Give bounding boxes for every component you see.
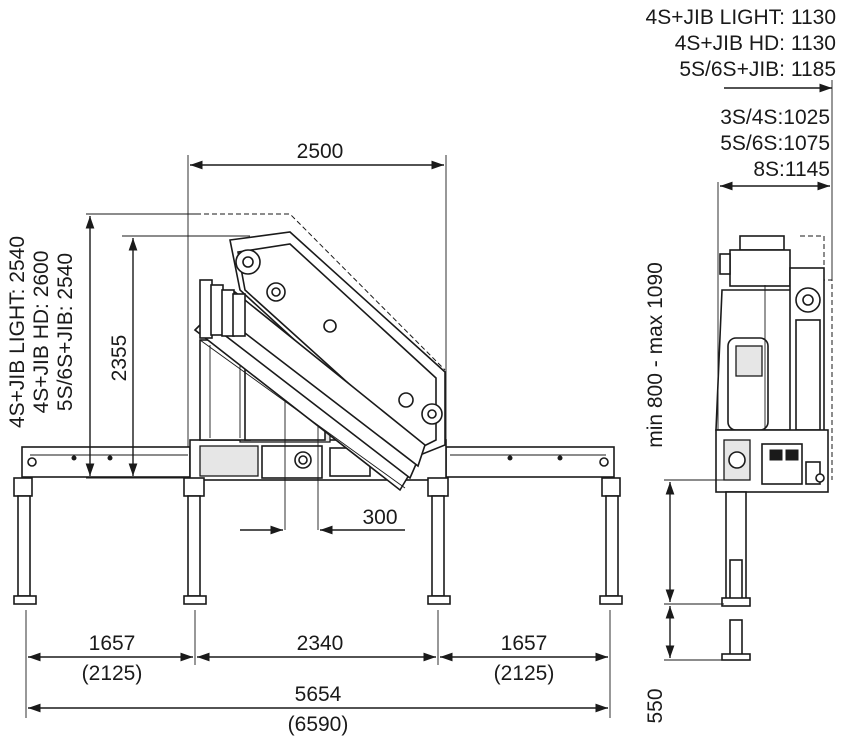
side-view: 2500 2355 300 1657 (2125) 2340 1657 (212… [6,140,623,736]
outrigger-beam [21,446,615,478]
stabilizer-range-label: min 800 - max 1090 [644,262,667,448]
end-view-envelope [800,235,833,480]
end-view: 4S+JIB LIGHT: 1130 4S+JIB HD: 1130 5S/6S… [644,6,836,724]
extension-booms [193,279,426,492]
jib-envelope-outline [188,213,446,371]
main-boom [229,231,446,456]
extension-lines-end [664,80,833,661]
dim-6590: (6590) [288,713,349,736]
mid-right-label-1: 3S/4S:1025 [720,106,830,129]
dim-2500: 2500 [297,140,344,163]
mid-right-label-2: 5S/6S:1075 [720,132,830,155]
dim-2355: 2355 [108,335,131,382]
dim-left-2125: (2125) [82,662,143,685]
extension-lines-side [25,155,611,718]
left-label-3: 5S/6S+JIB: 2540 [54,253,77,411]
left-label-1: 4S+JIB LIGHT: 2540 [6,236,29,428]
top-right-label-2: 4S+JIB HD: 1130 [675,32,836,55]
dim-left-1657: 1657 [89,632,136,655]
top-right-label-1: 4S+JIB LIGHT: 1130 [646,6,836,29]
dim-right-1657: 1657 [501,632,548,655]
dim-right-2125: (2125) [494,662,555,685]
dim-300: 300 [362,506,397,529]
left-label-2: 4S+JIB HD: 2600 [30,251,53,414]
stabilizer-legs [13,477,623,605]
end-view-body [715,235,829,493]
mid-right-label-3: 8S:1145 [753,158,830,181]
end-view-legs [721,491,751,661]
dim-5654: 5654 [295,683,342,706]
top-right-label-3: 5S/6S+JIB: 1185 [679,58,836,81]
dim-2340: 2340 [297,632,344,655]
stabilizer-ext-label: 550 [644,688,667,723]
